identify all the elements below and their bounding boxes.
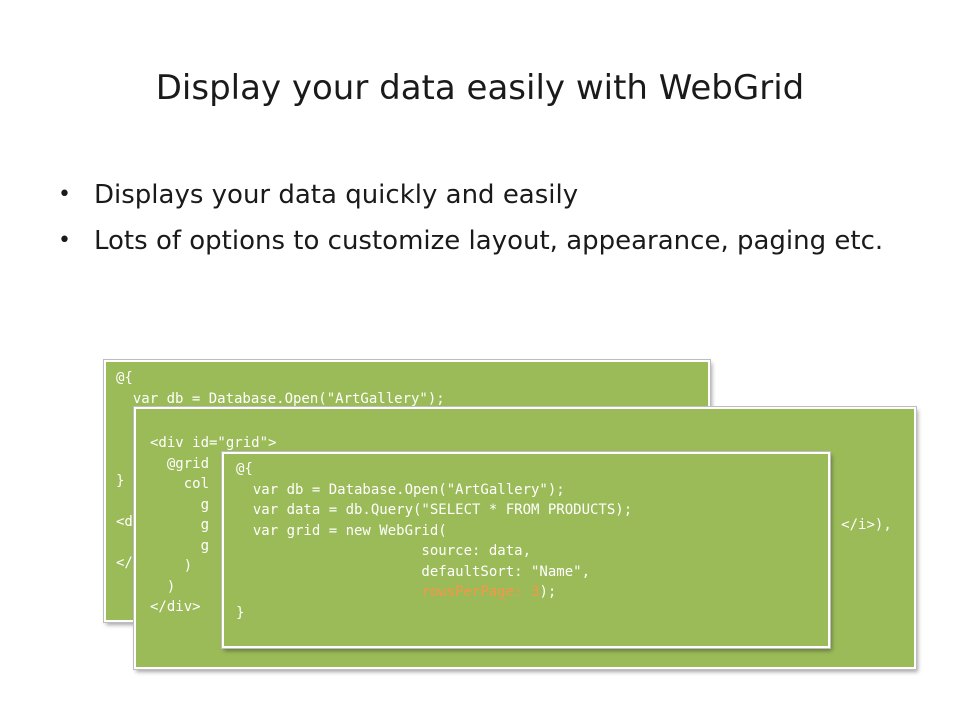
bullet-icon: • bbox=[58, 182, 71, 207]
code-line: @{ bbox=[116, 370, 133, 386]
code-line: </div> bbox=[150, 599, 201, 615]
code-line: var db = Database.Open("ArtGallery"); bbox=[116, 390, 445, 407]
code-panel-front: @{ var db = Database.Open("ArtGallery");… bbox=[221, 451, 831, 649]
code-line: @{ bbox=[236, 461, 253, 477]
code-line: } bbox=[116, 472, 125, 489]
code-line: var grid = new WebGrid( bbox=[236, 522, 447, 539]
code-line-highlight: rowsPerPage: 3 bbox=[236, 584, 540, 600]
bullet-text: Displays your data quickly and easily bbox=[94, 180, 579, 210]
code-line: g bbox=[150, 537, 210, 554]
code-block: <div id="grid"> @grid col g g </i>), g )… bbox=[136, 409, 914, 618]
code-line-end: ); bbox=[539, 584, 557, 600]
code-line-tail: </i>), bbox=[841, 517, 892, 533]
code-line: g bbox=[150, 496, 210, 513]
bullet-icon: • bbox=[58, 228, 71, 253]
code-line: </ bbox=[116, 554, 133, 571]
code-line: ) bbox=[150, 578, 176, 595]
code-line: } bbox=[236, 604, 245, 621]
code-block: @{ var db = Database.Open("ArtGallery");… bbox=[106, 362, 708, 573]
code-line: ) bbox=[150, 558, 193, 574]
code-line: <d bbox=[116, 513, 133, 530]
code-line: g bbox=[150, 517, 210, 533]
bullet-list: • Displays your data quickly and easily … bbox=[58, 176, 918, 268]
bullet-item: • Lots of options to customize layout, a… bbox=[58, 222, 918, 260]
code-block: @{ var db = Database.Open("ArtGallery");… bbox=[224, 454, 828, 623]
bullet-item: • Displays your data quickly and easily bbox=[58, 176, 918, 214]
code-line: var db = Database.Open("ArtGallery"); bbox=[236, 481, 565, 498]
code-line: <div id="grid"> bbox=[150, 435, 277, 451]
slide-title: Display your data easily with WebGrid bbox=[155, 68, 805, 108]
code-line: var data = db.Query("SELECT * FROM PRODU… bbox=[236, 502, 633, 518]
bullet-text: Lots of options to customize layout, app… bbox=[94, 226, 884, 256]
code-line: col bbox=[150, 476, 210, 492]
code-line: source: data, bbox=[236, 543, 532, 559]
code-line: @grid bbox=[150, 455, 210, 472]
code-line: defaultSort: "Name", bbox=[236, 563, 591, 580]
